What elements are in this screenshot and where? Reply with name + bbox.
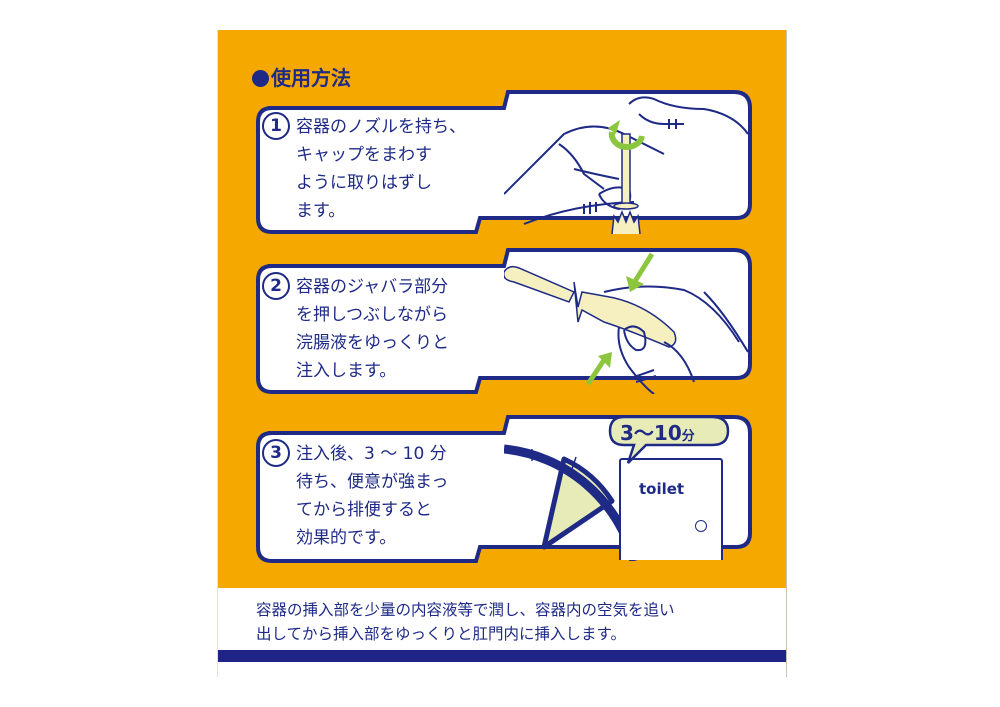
step-1-line-1-text: 容器のノズルを持ち、	[296, 117, 466, 137]
step-3-line-1-text: 注入後、3 〜 10 分	[296, 444, 447, 464]
step-3-line-2: 待ち、便意が強まっ	[296, 472, 449, 492]
note-line-2: 出してから挿入部をゆっくりと肛門内に挿入します。	[256, 625, 626, 643]
panel-frame	[256, 248, 752, 394]
step-1-line-1: 1 容器のノズルを持ち、	[262, 112, 466, 141]
step-number-2: 2	[262, 272, 290, 300]
step-1-text: 1 容器のノズルを持ち、 キャップをまわす ように取りはずし ます。	[262, 112, 466, 225]
step-number-1: 1	[262, 112, 290, 140]
step-3-line-1: 3 注入後、3 〜 10 分	[262, 439, 448, 468]
step-1-line-4: ます。	[296, 201, 346, 221]
step-panel-1: 1 容器のノズルを持ち、 キャップをまわす ように取りはずし ます。	[254, 90, 754, 238]
step-3-line-3: てから排便すると	[296, 500, 432, 520]
step-panel-2: 2 容器のジャバラ部分 を押しつぶしながら 浣腸液をゆっくりと 注入します。	[254, 248, 754, 398]
step-number-3: 3	[262, 439, 290, 467]
toilet-door-icon: toilet	[619, 458, 723, 560]
hands-twisting-cap-icon	[504, 96, 748, 234]
step-2-line-1-text: 容器のジャバラ部分	[296, 277, 449, 297]
step-2-line-4: 注入します。	[296, 361, 397, 381]
time-bubble-unit: 分	[681, 429, 695, 444]
time-bubble-number: 3〜10	[620, 421, 682, 445]
step-2-line-1: 2 容器のジャバラ部分	[262, 272, 449, 301]
step-1-line-2: キャップをまわす	[296, 145, 432, 165]
time-bubble-label: 3〜10分	[620, 417, 695, 446]
step-2-line-2: を押しつぶしながら	[296, 305, 448, 325]
step-1-line-3: ように取りはずし	[296, 173, 432, 193]
section-title: 使用方法	[252, 62, 351, 91]
bullet-dot-icon	[252, 70, 269, 87]
step-3-text: 3 注入後、3 〜 10 分 待ち、便意が強まっ てから排便すると 効果的です。	[262, 439, 448, 552]
note-line-1: 容器の挿入部を少量の内容液等で潤し、容器内の空気を追い	[256, 601, 675, 619]
door-knob-icon	[695, 520, 707, 532]
toilet-label: toilet	[639, 480, 685, 498]
time-speech-bubble	[608, 415, 730, 464]
hand-squeezing-container-icon	[504, 252, 748, 394]
insertion-note: 容器の挿入部を少量の内容液等で潤し、容器内の空気を追い 出してから挿入部をゆっく…	[256, 598, 675, 646]
section-title-text: 使用方法	[271, 66, 351, 90]
usage-instructions-card: 使用方法 1 容器のノズルを持ち、 キャップをまわす ように取りはずし ます。	[217, 30, 787, 677]
step-2-line-3: 浣腸液をゆっくりと	[296, 333, 449, 353]
step-3-line-4: 効果的です。	[296, 528, 397, 548]
step-2-text: 2 容器のジャバラ部分 を押しつぶしながら 浣腸液をゆっくりと 注入します。	[262, 272, 449, 385]
navy-stripe	[218, 650, 786, 662]
